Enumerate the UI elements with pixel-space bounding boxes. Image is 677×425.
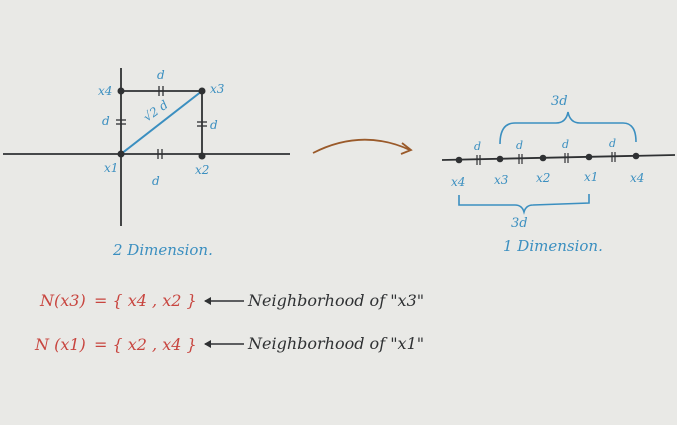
line-label-x1: x1 [584, 170, 598, 184]
equation-2-arrow [204, 340, 244, 348]
equation-row-1: N(x3) = { x4 , x2 } Neighborhood of "x3" [39, 291, 424, 310]
segment-ticks [476, 152, 616, 165]
segment-label-3: d [562, 138, 569, 151]
label-x1: x1 [104, 161, 118, 175]
edge-label-left: d [102, 114, 110, 128]
transform-arrow [312, 138, 413, 155]
point-x2 [198, 152, 206, 160]
equation-2-lhs: N (x1) [34, 335, 86, 354]
edge-label-bottom: d [152, 174, 160, 188]
label-x3: x3 [210, 82, 225, 96]
edge-label-right: d [210, 118, 218, 132]
segment-label-1: d [474, 140, 481, 153]
equation-1-rhs: = { x4 , x2 } [94, 291, 197, 310]
edge-label-top: d [157, 68, 165, 82]
point-x1 [117, 150, 125, 158]
line-point-x1 [585, 153, 593, 161]
line-label-x2: x2 [536, 171, 550, 185]
brace-bottom-label: 3d [511, 216, 528, 231]
caption-2d: 2 Dimension. [112, 241, 213, 259]
line-point-x2 [539, 154, 547, 162]
line-label-x4-left: x4 [451, 175, 465, 189]
line-point-x3 [496, 155, 504, 163]
two-d-diagram: x4 x3 x1 x2 d d d d √2 d 2 Dimension. [3, 68, 290, 259]
label-x4: x4 [98, 84, 112, 98]
line-label-x4-right: x4 [630, 171, 644, 185]
line-label-x3: x3 [494, 173, 509, 187]
equation-1-arrow [204, 297, 244, 305]
edge-label-diagonal: √2 d [141, 97, 171, 124]
line-point-x4-right [632, 152, 640, 160]
label-x2: x2 [195, 163, 209, 177]
segment-label-2: d [516, 139, 523, 152]
brace-bottom [458, 194, 590, 215]
line-point-x4-left [455, 156, 463, 164]
one-d-diagram: d d d d x4 x3 x2 x1 x4 3d 3d 1 Dimension… [441, 94, 676, 255]
edge-diagonal [120, 90, 203, 155]
equation-2-rhs: = { x2 , x4 } [94, 335, 197, 354]
brace-top-label: 3d [551, 94, 568, 109]
equation-1-lhs: N(x3) [39, 291, 86, 310]
point-x3 [198, 87, 206, 95]
caption-1d: 1 Dimension. [503, 237, 603, 255]
point-x4 [117, 87, 125, 95]
equal-length-ticks [116, 86, 207, 159]
brace-top [499, 111, 637, 145]
equation-1-note: Neighborhood of "x3" [247, 291, 424, 310]
equation-row-2: N (x1) = { x2 , x4 } Neighborhood of "x1… [34, 334, 424, 354]
equation-2-note: Neighborhood of "x1" [247, 334, 424, 353]
segment-label-4: d [609, 137, 616, 150]
